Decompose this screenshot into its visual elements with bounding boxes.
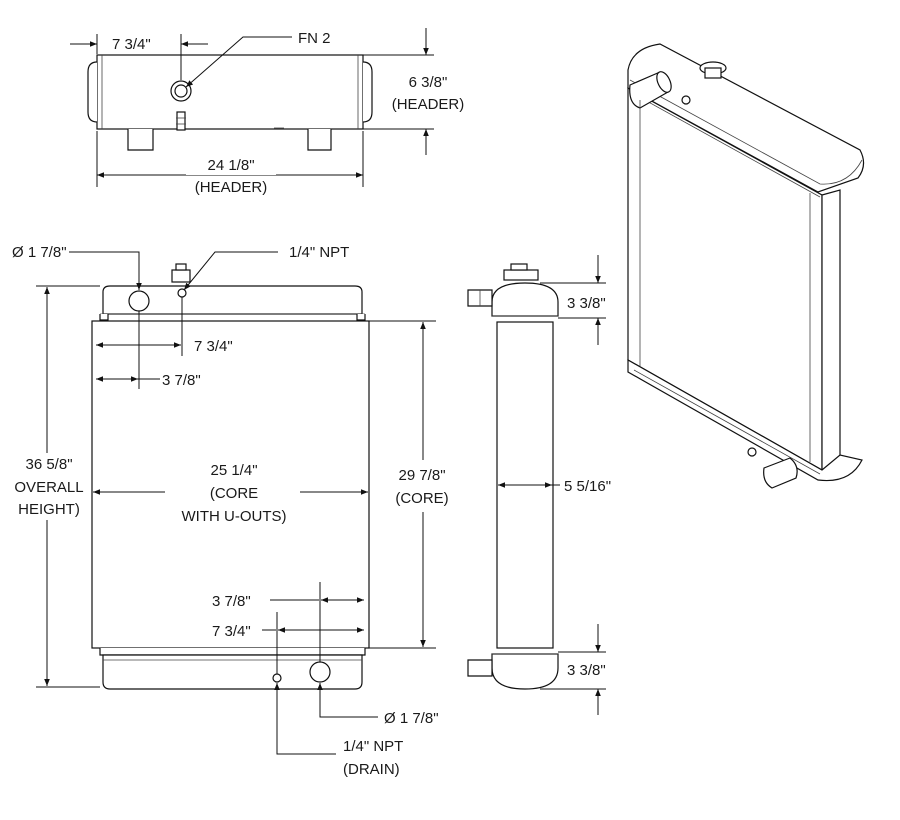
overall-height-note1: OVERALL (10, 478, 88, 497)
side-bottom-tank (491, 653, 559, 690)
side-view (467, 255, 606, 715)
iso-top-tank (627, 43, 865, 193)
npt-drain-note: (DRAIN) (343, 760, 400, 779)
side-tank-top-label: 3 3/8" (567, 294, 606, 313)
front-offset-inner-label: 7 3/4" (194, 337, 233, 356)
top-view-fitting (176, 111, 186, 131)
iso-bottom-tank (627, 358, 863, 482)
outlet-diameter-label: Ø 1 7/8" (384, 709, 439, 728)
core-width-note2: WITH U-OUTS) (168, 507, 300, 526)
core-width-value: 25 1/4" (184, 461, 284, 480)
core-height-note: (CORE) (386, 489, 458, 508)
header-height-note: (HEADER) (384, 95, 472, 114)
front-bottom-tank (102, 654, 363, 690)
iso-core-side (821, 189, 841, 471)
header-width-value: 24 1/8" (186, 156, 276, 175)
core-height-value: 29 7/8" (386, 466, 458, 485)
top-view-outlet (307, 129, 332, 151)
overall-height-value: 36 5/8" (12, 455, 86, 474)
front-drain (272, 673, 282, 683)
front-npt-port (177, 288, 187, 298)
top-view (70, 28, 434, 187)
top-view-left-cap (87, 61, 98, 123)
core-width-note1: (CORE (184, 484, 284, 503)
header-width-note: (HEADER) (184, 178, 278, 197)
front-outlet (309, 661, 331, 683)
bottom-offset-inner-label: 7 3/4" (212, 622, 251, 641)
top-view-inlet (127, 129, 154, 151)
top-offset-label: 7 3/4" (112, 35, 151, 54)
isometric-view (627, 43, 865, 489)
npt-drain-label: 1/4" NPT (343, 737, 404, 756)
front-filler-cap (171, 269, 191, 283)
side-depth-label: 5 5/16" (564, 477, 612, 496)
side-tank-bottom-label: 3 3/8" (567, 661, 606, 680)
inlet-diameter-label: Ø 1 7/8" (12, 243, 67, 262)
side-outlet (467, 659, 493, 677)
fn-callout-label: FN 2 (298, 29, 331, 48)
bottom-offset-outer-label: 3 7/8" (212, 592, 251, 611)
front-top-tank (102, 285, 363, 315)
header-height-value: 6 3/8" (386, 73, 470, 92)
front-inlet (128, 290, 150, 312)
front-view (36, 251, 436, 755)
front-offset-outer-label: 3 7/8" (162, 371, 201, 390)
npt-top-label: 1/4" NPT (289, 243, 350, 262)
side-top-tank (491, 282, 559, 317)
overall-height-note2: HEIGHT) (10, 500, 88, 519)
top-view-right-cap (362, 61, 373, 123)
iso-outlet (763, 457, 798, 489)
